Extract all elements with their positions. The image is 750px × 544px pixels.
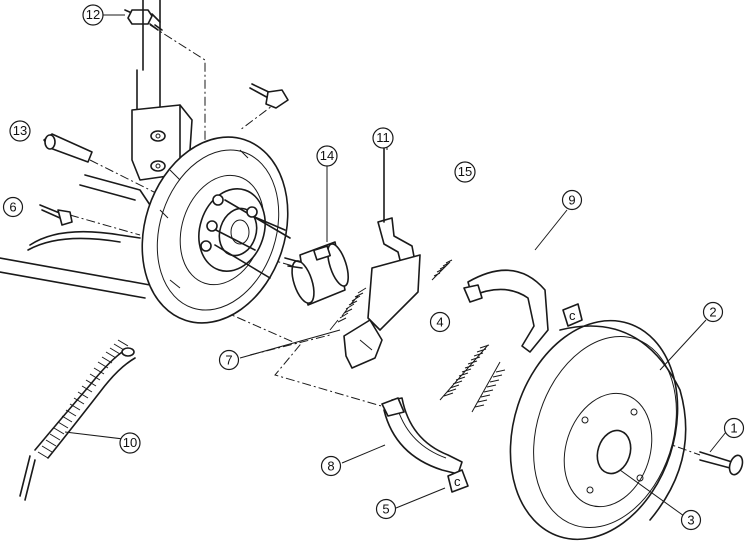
retainer-clip-lower: c (447, 469, 469, 493)
svg-text:12: 12 (86, 7, 100, 22)
svg-text:6: 6 (9, 200, 16, 215)
svg-text:c: c (454, 474, 461, 489)
wheel-hub (198, 188, 291, 279)
callout-7: 7 (218, 349, 240, 371)
svg-text:10: 10 (123, 435, 137, 450)
parking-brake-lever (377, 147, 416, 269)
wheel-cylinder (284, 241, 350, 306)
small-bolt (39, 204, 73, 226)
svg-text:1: 1 (730, 421, 737, 436)
svg-text:11: 11 (376, 130, 390, 145)
callout-1: 1 (723, 417, 745, 439)
callout-9: 9 (561, 189, 583, 211)
parking-brake-cable (19, 339, 136, 501)
callout-10: 10 (119, 432, 141, 454)
callout-4: 4 (429, 311, 451, 333)
callout-2: 2 (702, 301, 724, 323)
drum-screw (699, 451, 744, 476)
adjuster-strut (343, 254, 421, 369)
svg-text:3: 3 (687, 513, 694, 528)
svg-text:14: 14 (320, 148, 334, 163)
brake-drum (509, 319, 687, 541)
svg-text:8: 8 (327, 459, 334, 474)
retainer-clip-upper: c (562, 303, 583, 327)
callout-15: 15 (454, 161, 476, 183)
bleeder-screw (124, 9, 163, 31)
callout-6: 6 (2, 196, 24, 218)
svg-text:5: 5 (382, 502, 389, 517)
svg-text:13: 13 (13, 123, 27, 138)
spring-lower (471, 361, 506, 413)
callout-5: 5 (375, 498, 397, 520)
spring-upper (439, 344, 490, 401)
knuckle-bolt (43, 133, 93, 163)
callout-11: 11 (372, 127, 394, 149)
spring-small (431, 259, 453, 281)
callout-3: 3 (680, 509, 702, 531)
upper-brake-shoe (463, 269, 549, 353)
callout-12: 12 (82, 4, 104, 26)
callout-13: 13 (9, 120, 31, 142)
callout-14: 14 (316, 145, 338, 167)
svg-text:9: 9 (568, 193, 575, 208)
svg-text:c: c (569, 308, 576, 323)
svg-text:15: 15 (458, 164, 472, 179)
brake-pipe (0, 230, 151, 299)
svg-text:7: 7 (225, 353, 232, 368)
lower-brake-shoe (381, 397, 463, 475)
spring-left (329, 287, 367, 331)
backing-plate-bolt (249, 83, 289, 109)
svg-text:2: 2 (709, 305, 716, 320)
callout-8: 8 (320, 455, 342, 477)
svg-text:4: 4 (436, 315, 443, 330)
